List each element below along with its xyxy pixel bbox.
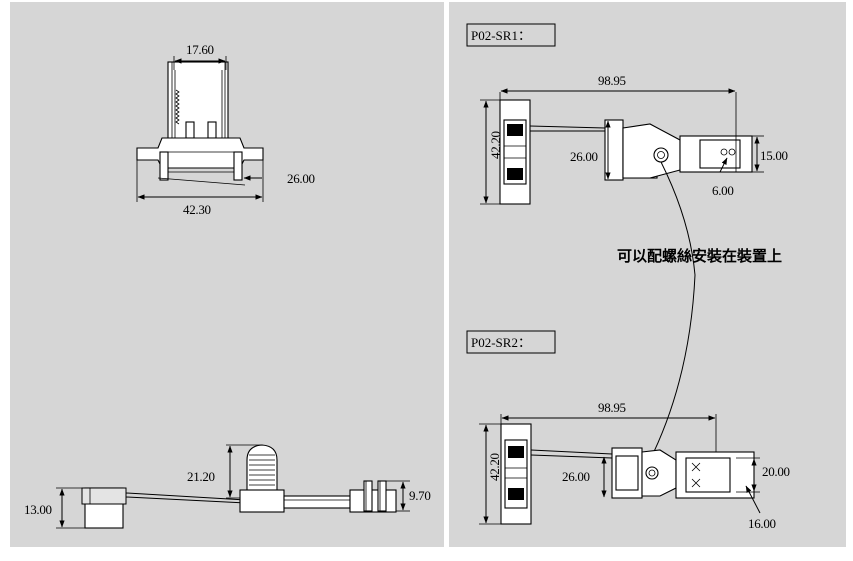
sr1-dim-length: 98.95: [598, 73, 626, 88]
sr1-dim-mid: 26.00: [570, 149, 598, 164]
sr1-drawing: [480, 88, 764, 205]
sr2-drawing: [479, 414, 761, 525]
sr1-title-box: [466, 23, 556, 47]
sr2-dim-height: 42.20: [487, 453, 502, 481]
sr2-dim-length: 98.95: [598, 400, 626, 415]
sr1-dim-hole: 6.00: [712, 183, 734, 198]
panel-divider: [444, 2, 449, 547]
screw-leader-line: [648, 161, 696, 463]
dim-right-height: 9.70: [409, 488, 431, 503]
sr1-dim-right: 15.00: [760, 148, 788, 163]
sr1-dim-height: 42.20: [488, 131, 503, 159]
sr2-dim-hole: 16.00: [748, 516, 776, 531]
sr2-dim-mid: 26.00: [562, 469, 590, 484]
sr2-title-box: [466, 330, 556, 354]
dim-side: 26.00: [287, 171, 315, 186]
sr1-title: P02-SR1：: [471, 28, 531, 43]
mounting-note: 可以配螺絲安裝在裝置上: [617, 247, 782, 265]
top-view-drawing: [136, 56, 264, 202]
side-view-drawing: [56, 444, 410, 529]
dim-main-height: 21.20: [187, 469, 215, 484]
dim-top-width: 17.60: [186, 42, 214, 57]
dim-base-width: 42.30: [183, 202, 211, 217]
sr2-title: P02-SR2：: [471, 335, 531, 350]
sr2-dim-right: 20.00: [762, 464, 790, 479]
dim-left-height: 13.00: [24, 502, 52, 517]
